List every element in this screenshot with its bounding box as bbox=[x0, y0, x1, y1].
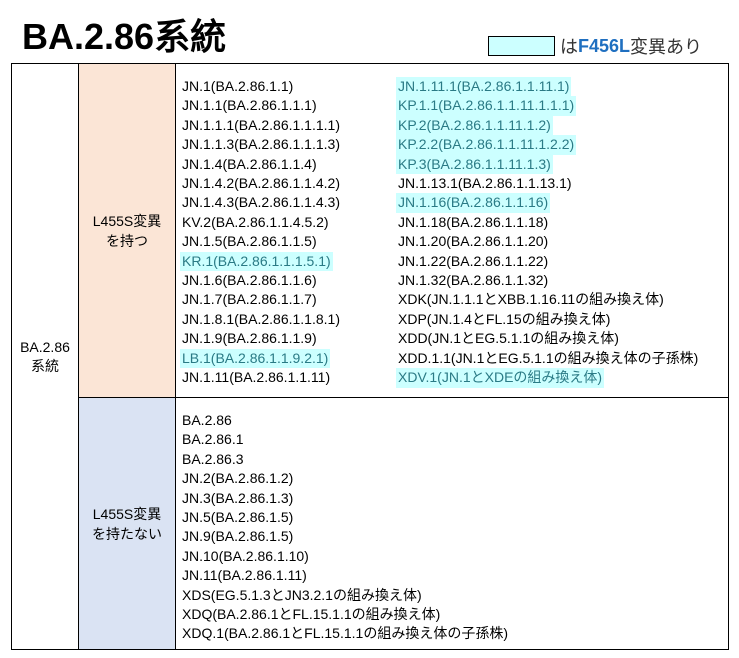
variant-item-f456l: JN.1.16(BA.2.86.1.1.16) bbox=[396, 193, 551, 213]
group-divider bbox=[176, 397, 728, 398]
variant-item: JN.1.11(BA.2.86.1.1.11) bbox=[182, 369, 331, 386]
variant-item-f456l: KR.1(BA.2.86.1.1.1.5.1) bbox=[180, 251, 333, 272]
legend-mutation: F456L bbox=[578, 35, 631, 56]
variant-item: JN.10(BA.2.86.1.10) bbox=[182, 547, 309, 564]
variant-item: JN.1.13.1(BA.2.86.1.1.13.1) bbox=[398, 175, 572, 192]
variant-item: JN.1.4.3(BA.2.86.1.1.4.3) bbox=[182, 194, 340, 211]
variant-item: XDQ(BA.2.86.1とFL.15.1.1の組み換え体) bbox=[182, 606, 441, 623]
variant-item: BA.2.86 bbox=[182, 412, 232, 428]
variant-item: JN.3(BA.2.86.1.3) bbox=[182, 489, 294, 506]
variant-item: JN.2(BA.2.86.1.2) bbox=[182, 470, 294, 487]
variant-item: JN.9(BA.2.86.1.5) bbox=[182, 528, 294, 545]
variant-item: JN.1.1.1(BA.2.86.1.1.1.1) bbox=[182, 116, 340, 133]
variant-item: JN.1.1(BA.2.86.1.1.1) bbox=[182, 97, 317, 114]
variant-item: XDS(EG.5.1.3とJN3.2.1の組み換え体) bbox=[182, 586, 422, 603]
variant-item-f456l: JN.1.11.1(BA.2.86.1.1.11.1) bbox=[396, 77, 572, 97]
variant-item-f456l: LB.1(BA.2.86.1.1.9.2.1) bbox=[180, 348, 331, 369]
variant-item: BA.2.86.3 bbox=[182, 450, 244, 467]
variant-list-l455s-right: JN.1.11.1(BA.2.86.1.1.11.1)KP.1.1(BA.2.8… bbox=[396, 77, 700, 388]
variant-item: XDK(JN.1.1.1とXBB.1.16.11の組み換え体) bbox=[398, 291, 664, 308]
legend: は F456L 変異あり bbox=[488, 33, 702, 59]
variant-item: JN.1.1.3(BA.2.86.1.1.1.3) bbox=[182, 136, 340, 153]
variant-item: JN.1.22(BA.2.86.1.1.22) bbox=[398, 252, 549, 269]
variant-list-l455s-left: JN.1(BA.2.86.1.1) JN.1.1(BA.2.86.1.1.1) JN… bbox=[180, 77, 342, 388]
variant-item: BA.2.86.1 bbox=[182, 431, 244, 448]
variant-item: JN.5(BA.2.86.1.5) bbox=[182, 509, 294, 526]
variant-item: XDD(JN.1とEG.5.1.1の組み換え体) bbox=[398, 330, 619, 347]
variant-item: JN.1.4(BA.2.86.1.1.4) bbox=[182, 155, 317, 172]
variant-item: KV.2(BA.2.86.1.1.4.5.2) bbox=[182, 213, 329, 230]
variant-item: JN.1(BA.2.86.1.1) bbox=[182, 78, 294, 94]
group-without-l455s: L455S変異を持たない bbox=[79, 398, 176, 649]
variant-item: XDP(JN.1.4とFL.15の組み換え体) bbox=[398, 310, 611, 327]
variant-item: JN.1.18(BA.2.86.1.1.18) bbox=[398, 213, 549, 230]
variant-item-f456l: KP.2.2(BA.2.86.1.1.11.1.2.2) bbox=[396, 135, 577, 155]
variant-item-f456l: KP.3(BA.2.86.1.1.11.1.3) bbox=[396, 154, 553, 175]
legend-swatch bbox=[488, 36, 555, 56]
variant-item: JN.1.20(BA.2.86.1.1.20) bbox=[398, 233, 549, 250]
variant-item: JN.1.8.1(BA.2.86.1.1.8.1) bbox=[182, 310, 340, 327]
variant-item-f456l: XDV.1(JN.1とXDEの組み換え体) bbox=[396, 368, 605, 388]
variant-item: XDD.1.1(JN.1とEG.5.1.1の組み換え体の子孫株) bbox=[398, 349, 699, 366]
variant-item: JN.1.9(BA.2.86.1.1.9) bbox=[182, 330, 317, 347]
variant-item: JN.1.7(BA.2.86.1.1.7) bbox=[182, 291, 317, 308]
page-title: BA.2.86系統 bbox=[22, 16, 227, 57]
variant-item: JN.1.32(BA.2.86.1.1.32) bbox=[398, 272, 549, 289]
group-label: L455S変異を持つ bbox=[92, 212, 162, 249]
variant-item: JN.1.6(BA.2.86.1.1.6) bbox=[182, 272, 317, 289]
legend-prefix: は bbox=[560, 37, 578, 57]
group-label: L455S変異を持たない bbox=[92, 505, 162, 542]
variant-item: JN.1.5(BA.2.86.1.1.5) bbox=[182, 233, 317, 250]
group-with-l455s: L455S変異を持つ bbox=[79, 64, 176, 398]
variant-item-f456l: KP.1.1(BA.2.86.1.1.11.1.1.1) bbox=[396, 96, 577, 116]
variant-item: JN.1.4.2(BA.2.86.1.1.4.2) bbox=[182, 175, 340, 192]
variant-item: XDQ.1(BA.2.86.1とFL.15.1.1の組み換え体の子孫株) bbox=[182, 625, 508, 642]
variant-item-f456l: KP.2(BA.2.86.1.1.11.1.2) bbox=[396, 115, 553, 136]
variant-item: JN.11(BA.2.86.1.11) bbox=[182, 567, 307, 584]
legend-suffix: 変異あり bbox=[630, 37, 703, 57]
